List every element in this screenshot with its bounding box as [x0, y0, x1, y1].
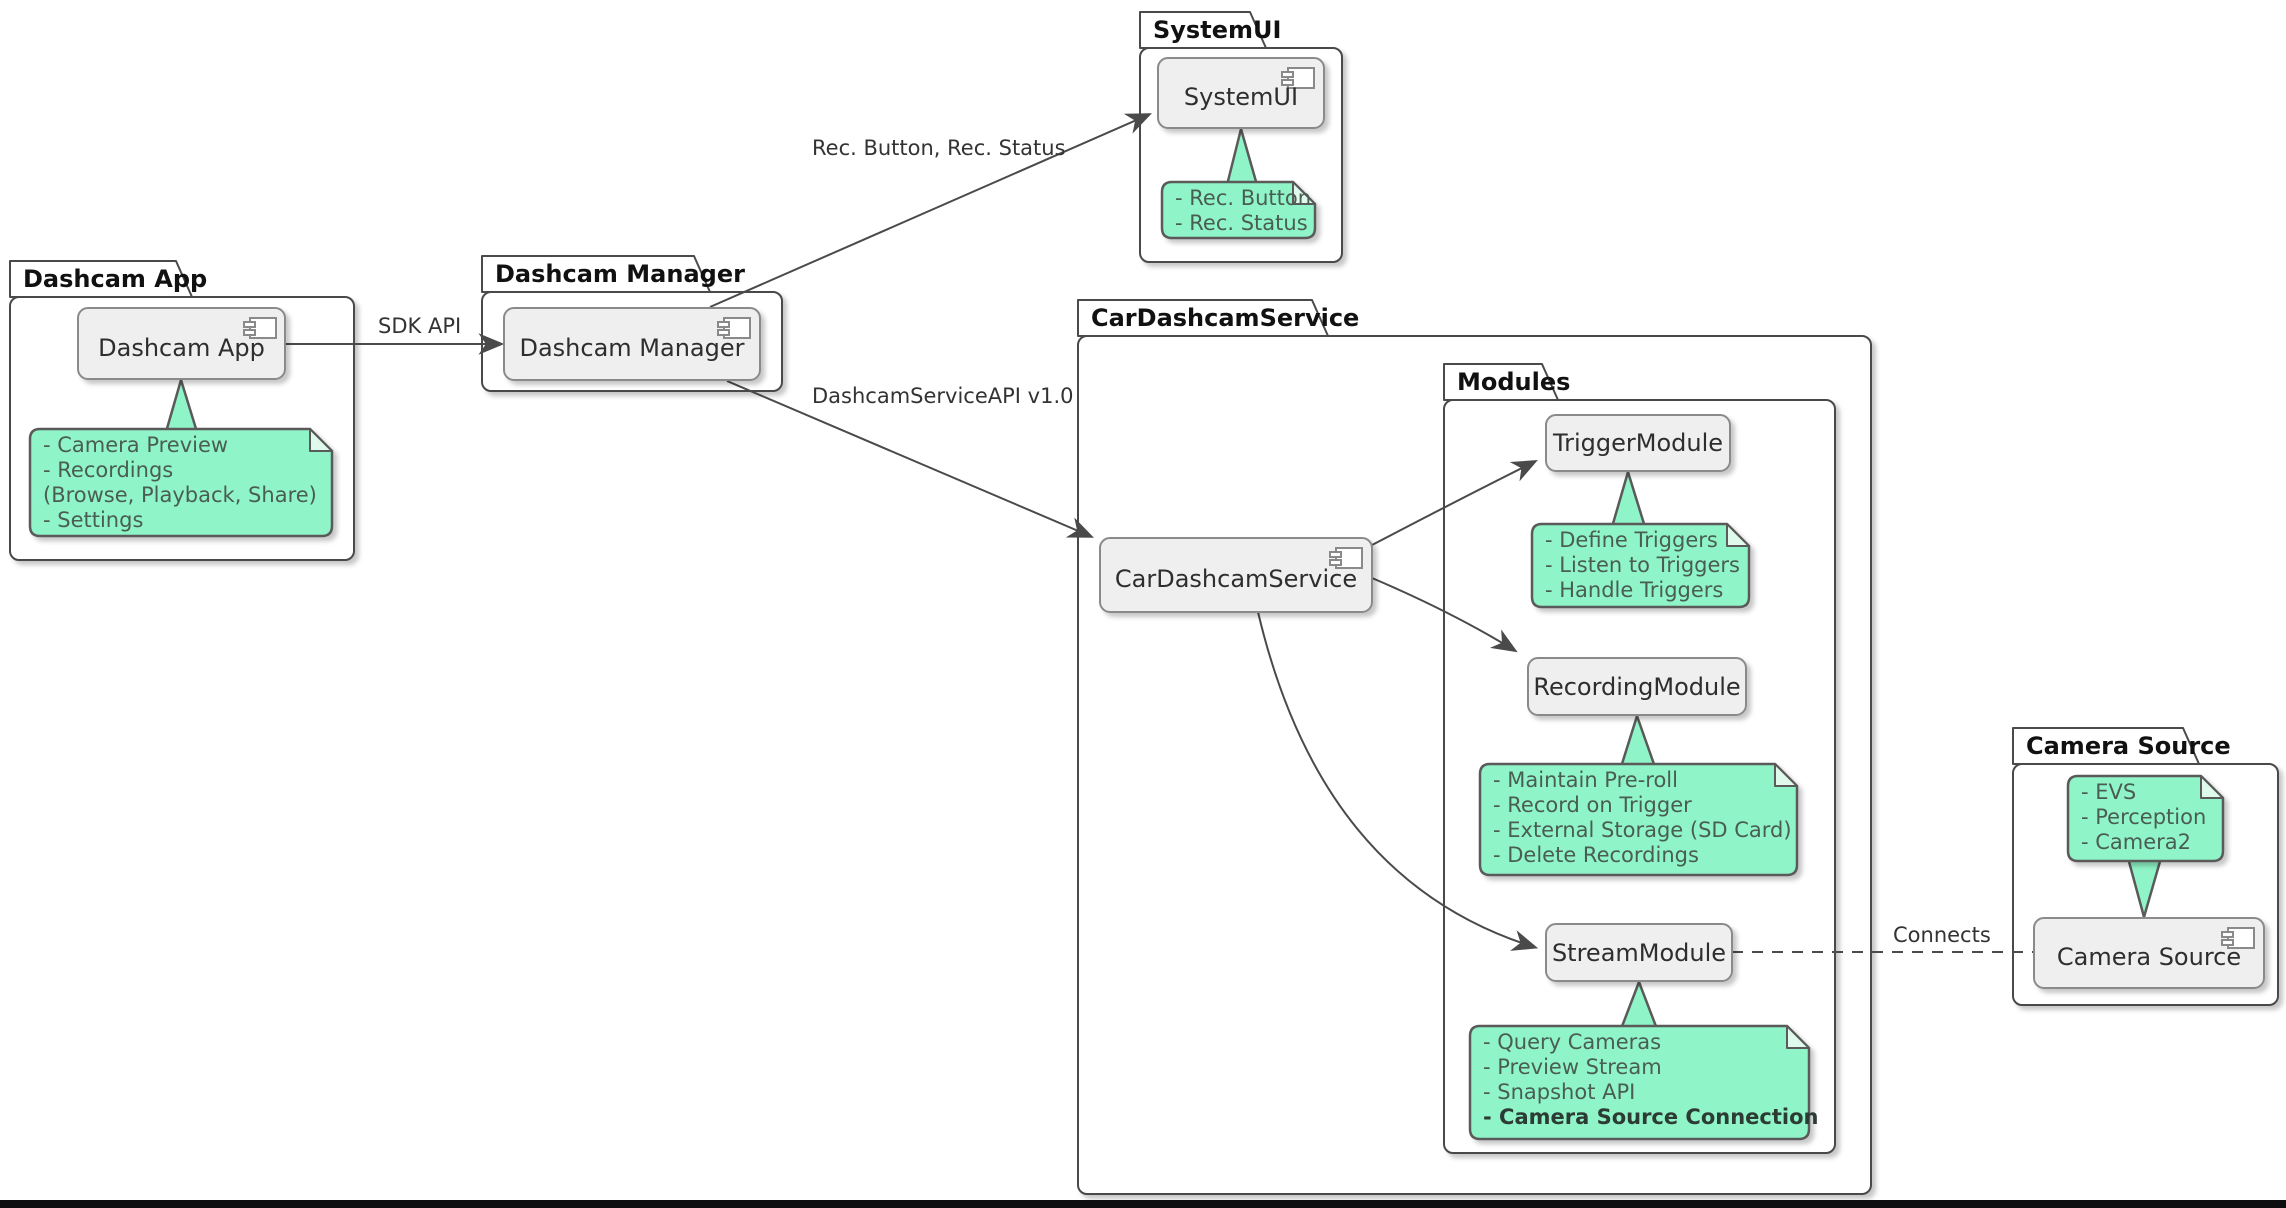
note-text-camera-source: - EVS - Perception - Camera2 [2081, 780, 2207, 854]
note-text-dashcam-app: - Camera Preview - Recordings (Browse, P… [43, 433, 317, 532]
edge-service-to-trigger [1371, 460, 1538, 546]
edge-label-sdk-api: SDK API [378, 314, 462, 338]
component-trigger-module [1545, 414, 1731, 472]
note-dashcam-app-fold [309, 428, 333, 452]
component-systemui [1157, 57, 1325, 129]
note-text-stream: - Query Cameras - Preview Stream - Snaps… [1483, 1030, 1819, 1129]
component-icon [1281, 67, 1315, 89]
package-title-camera-source: Camera Source [2026, 732, 2231, 760]
note-systemui-fold [1292, 181, 1316, 205]
note-text-systemui: - Rec. Button - Rec. Status [1175, 186, 1312, 235]
package-title-car-dashcam-service: CarDashcamService [1091, 304, 1360, 332]
component-dashcam-manager [503, 307, 761, 381]
note-stream [1468, 1024, 1811, 1141]
edge-service-to-recording [1371, 577, 1518, 653]
component-camera-source [2033, 917, 2265, 989]
edge-label-rec-button-status: Rec. Button, Rec. Status [812, 136, 1066, 160]
package-car-dashcam-service-tab [1077, 299, 1329, 337]
component-recording-module [1527, 657, 1747, 716]
edge-label-dashcam-service-api: DashcamServiceAPI v1.0 [812, 384, 1074, 408]
component-label-car-dashcam-service: CarDashcamService [1114, 565, 1358, 593]
note-camera-source [2066, 774, 2225, 863]
component-label-trigger-module: TriggerModule [1552, 429, 1724, 457]
edge-dashcam-service-api [726, 380, 1094, 538]
note-trigger [1530, 522, 1751, 609]
edge-service-to-stream [1257, 611, 1539, 951]
edge-rec-button-status [709, 113, 1152, 308]
component-label-systemui: SystemUI [1183, 83, 1299, 111]
component-label-dashcam-app: Dashcam App [98, 333, 265, 362]
package-camera-source-tab [2012, 727, 2200, 765]
package-title-dashcam-manager: Dashcam Manager [495, 260, 745, 288]
note-text-trigger: - Define Triggers - Listen to Triggers -… [1545, 528, 1740, 602]
component-stream-module [1545, 923, 1733, 982]
component-label-stream-module: StreamModule [1551, 938, 1727, 967]
component-dashcam-app [77, 307, 286, 380]
note-systemui [1160, 180, 1317, 240]
package-title-systemui: SystemUI [1153, 16, 1282, 44]
note-text-recording: - Maintain Pre-roll - Record on Trigger … [1493, 768, 1792, 867]
component-icon [2221, 927, 2255, 949]
bottom-bar [0, 1200, 2286, 1208]
component-car-dashcam-service [1099, 537, 1373, 613]
note-camera-source-fold [2200, 775, 2224, 799]
note-dashcam-app [28, 427, 334, 538]
package-dashcam-app-tab [9, 260, 193, 298]
package-title-dashcam-app: Dashcam App [23, 265, 208, 293]
component-icon [717, 317, 751, 339]
package-dashcam-manager-tab [481, 255, 711, 293]
edge-label-connects: Connects [1893, 923, 1991, 947]
component-label-camera-source: Camera Source [2056, 943, 2242, 971]
note-stream-fold [1786, 1025, 1810, 1049]
component-label-recording-module: RecordingModule [1533, 672, 1741, 701]
note-recording-fold [1774, 763, 1798, 787]
package-systemui-tab [1139, 11, 1267, 49]
component-label-dashcam-manager: Dashcam Manager [519, 334, 745, 362]
component-icon [1329, 547, 1363, 569]
package-modules-tab [1443, 363, 1559, 401]
package-title-modules: Modules [1457, 368, 1571, 396]
note-recording [1478, 762, 1799, 877]
component-icon [243, 317, 277, 339]
note-trigger-fold [1726, 523, 1750, 547]
